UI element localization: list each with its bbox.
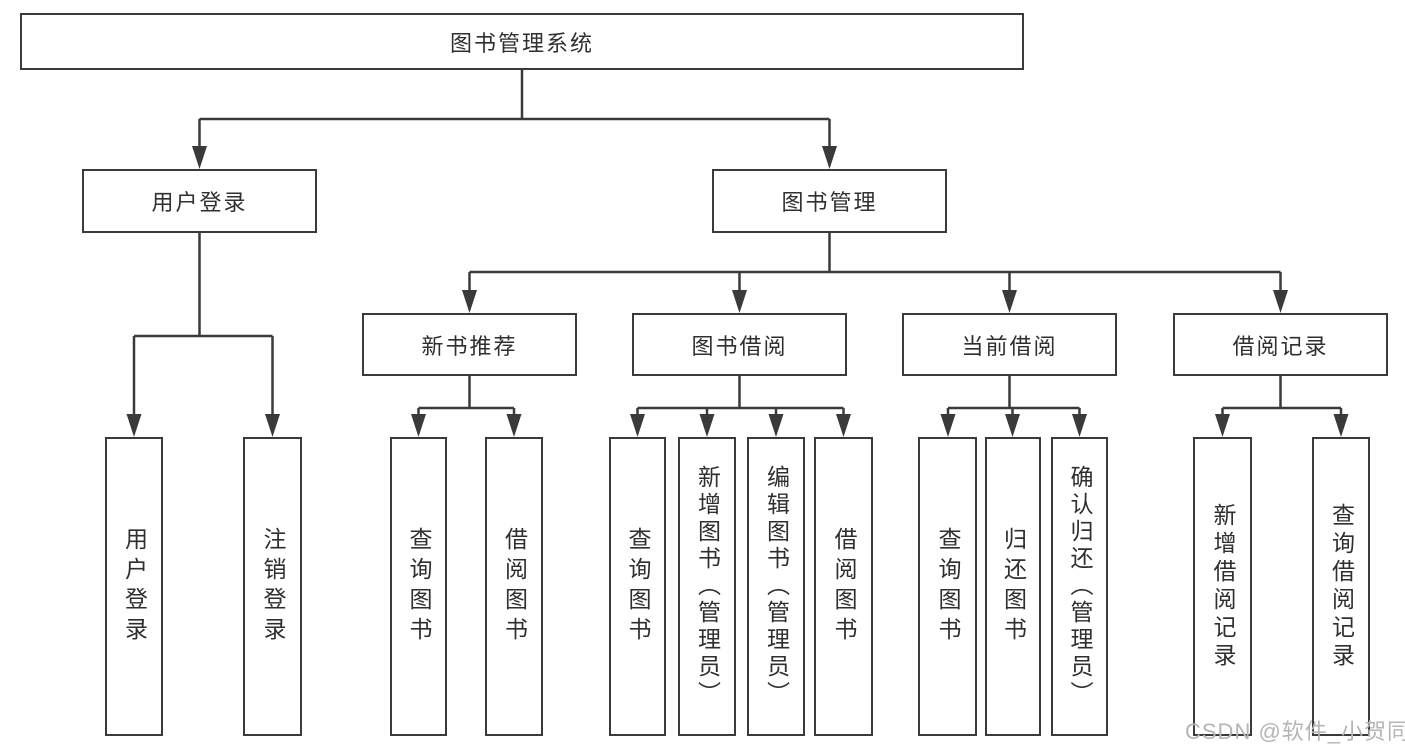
connector-root	[198, 70, 831, 150]
leaf-confirm-return: 确认归还（管理员）	[1051, 437, 1108, 736]
leaf-edit-book: 编辑图书（管理员）	[747, 437, 805, 736]
leaf-query-borrow-record-label: 查询借阅记录	[1328, 502, 1355, 671]
leaf-logout-label: 注销登录	[260, 526, 286, 647]
leaf-query-book-1-label: 查询图书	[406, 526, 432, 647]
leaf-user-login-label: 用户登录	[121, 526, 148, 647]
leaf-add-book-label: 新增图书（管理员）	[694, 465, 721, 708]
arrowhead-icon	[836, 414, 851, 437]
connector-user-login	[132, 233, 274, 418]
leaf-edit-book-label: 编辑图书（管理员）	[763, 465, 790, 708]
leaf-query-borrow-record: 查询借阅记录	[1312, 437, 1370, 736]
leaf-add-book: 新增图书（管理员）	[678, 437, 736, 736]
node-new-book-rec: 新书推荐	[362, 313, 577, 376]
leaf-borrow-book-1: 借阅图书	[485, 437, 543, 736]
node-book-borrow: 图书借阅	[632, 313, 847, 376]
leaf-query-book-1: 查询图书	[390, 437, 447, 736]
node-book-mgmt-label: 图书管理	[781, 190, 878, 215]
leaf-return-book-label: 归还图书	[1000, 526, 1027, 647]
connector-book-mgmt	[468, 233, 1282, 294]
arrowhead-icon	[265, 414, 280, 437]
arrowhead-icon	[940, 414, 956, 437]
leaf-add-borrow-record-label: 新增借阅记录	[1210, 502, 1236, 671]
arrowhead-icon	[1072, 414, 1087, 437]
node-user-login: 用户登录	[82, 169, 317, 233]
arrowhead-icon	[732, 290, 747, 313]
arrowhead-icon	[1005, 414, 1020, 437]
arrowhead-icon	[192, 146, 207, 169]
node-book-mgmt: 图书管理	[712, 169, 947, 233]
arrowheads	[126, 146, 1349, 437]
csdn-watermark: CSDN @软件_小贺同学	[1185, 719, 1405, 744]
node-current-borrow-label: 当前借阅	[961, 333, 1058, 359]
arrowhead-icon	[630, 414, 645, 437]
arrowhead-icon	[1215, 414, 1230, 437]
node-root-label: 图书管理系统	[449, 30, 594, 56]
leaf-logout: 注销登录	[243, 437, 302, 736]
leaf-user-login: 用户登录	[105, 437, 163, 736]
arrowhead-icon	[411, 414, 426, 437]
connector-borrow-record	[1221, 376, 1343, 418]
arrowhead-icon	[506, 414, 522, 437]
leaf-query-book-2-label: 查询图书	[625, 526, 651, 647]
node-new-book-rec-label: 新书推荐	[421, 333, 518, 359]
leaf-add-borrow-record: 新增借阅记录	[1193, 437, 1252, 736]
node-book-borrow-label: 图书借阅	[691, 333, 788, 359]
arrowhead-icon	[126, 414, 142, 437]
leaf-return-book: 归还图书	[985, 437, 1041, 736]
connector-new-book-rec	[417, 376, 516, 418]
arrowhead-icon	[1002, 290, 1017, 313]
connector-book-borrow	[636, 376, 845, 418]
leaf-borrow-book-1-label: 借阅图书	[501, 526, 528, 647]
arrowhead-icon	[822, 146, 837, 169]
leaf-query-book-3: 查询图书	[918, 437, 977, 736]
arrowhead-icon	[768, 414, 784, 437]
arrowhead-icon	[699, 414, 715, 437]
leaf-borrow-book-2: 借阅图书	[814, 437, 873, 736]
arrowhead-icon	[462, 290, 477, 313]
node-borrow-record: 借阅记录	[1173, 313, 1388, 376]
arrowhead-icon	[1333, 414, 1349, 437]
node-current-borrow: 当前借阅	[902, 313, 1117, 376]
node-user-login-label: 用户登录	[151, 190, 248, 215]
node-borrow-record-label: 借阅记录	[1232, 333, 1329, 359]
arrowhead-icon	[1273, 290, 1288, 313]
leaf-borrow-book-2-label: 借阅图书	[831, 526, 857, 647]
leaf-query-book-2: 查询图书	[609, 437, 666, 736]
node-root: 图书管理系统	[20, 13, 1024, 70]
leaf-confirm-return-label: 确认归还（管理员）	[1067, 465, 1093, 708]
connector-current-borrow	[946, 376, 1081, 418]
leaf-query-book-3-label: 查询图书	[935, 526, 961, 647]
